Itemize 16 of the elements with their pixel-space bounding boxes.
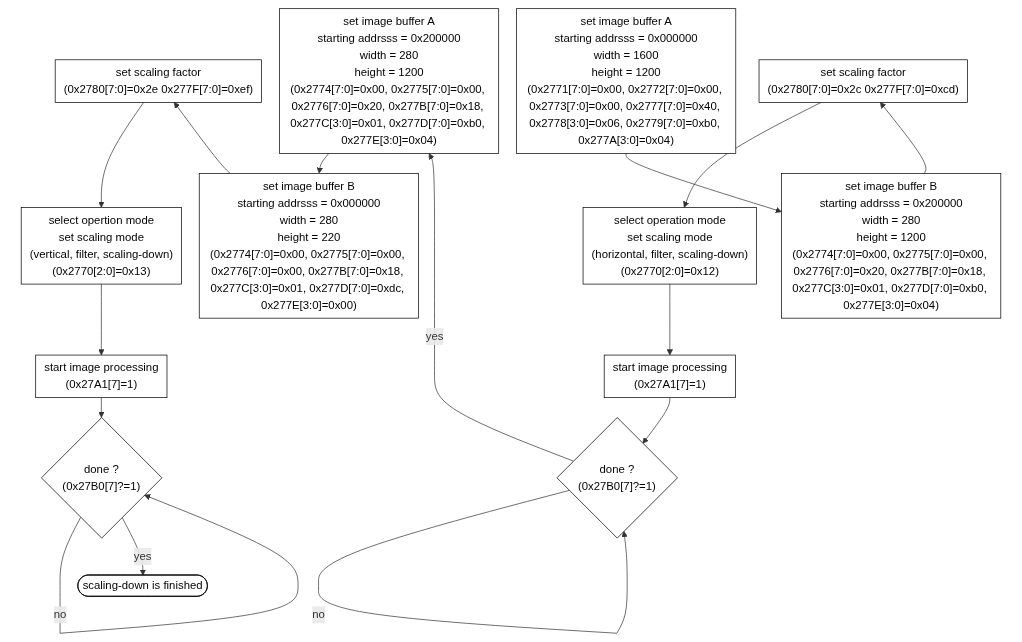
- node-box: set scaling factor (0x2780[7:0]=0x2c 0x277F[7:0]=0xcd): [758, 59, 968, 103]
- node-box: select opertion mode set scaling mode (vertical, filter, scaling-down) (0x2770[2:0]=0x13): [20, 207, 182, 285]
- edge-label: yes: [133, 550, 152, 563]
- node-box: start image processing (0x27A1[7]=1): [35, 354, 168, 398]
- node-box: select operation mode set scaling mode (horizontal, filter, scaling-down) (0x2770[2:0]=0x12): [582, 207, 757, 285]
- node-diamond: done ? (0x27B0[7]?=1): [41, 417, 163, 539]
- edge-label: no: [53, 608, 67, 621]
- node-box: set image buffer B starting addrsss = 0x200000 width = 280 height = 1200 (0x2774[7:0]=0x00, 0x2775[7:0]=0x00, 0x2776[7:0]=0x20, 0x277B[7:0]=0x18, 0x277C[3:0]=0x01, 0x277D[7:0]=0xb0, 0x277E[3:0]=0x04): [781, 173, 1002, 319]
- node-box: set image buffer A starting addrsss = 0x000000 width = 1600 height = 1200 (0x2771[7:0]=0x00, 0x2772[7:0]=0x00, 0x2773[7:0]=0x00, 0x2777[7:0]=0x40, 0x2778[3:0]=0x06, 0x2779[7:0]=0xb0, 0x277A[3:0]=0x04): [516, 8, 737, 154]
- node-diamond: done ? (0x27B0[7]?=1): [556, 417, 678, 539]
- node-box: set image buffer B starting addrsss = 0x000000 width = 280 height = 220 (0x2774[7:0]=0x00, 0x2775[7:0]=0x00, 0x2776[7:0]=0x00, 0x277B[7:0]=0x18, 0x277C[3:0]=0x01, 0x277D[7:0]=0xdc, 0x277E[3:0]=0x00): [198, 173, 419, 319]
- edge-label: yes: [425, 330, 444, 343]
- node-box: set scaling factor (0x2780[7:0]=0x2e 0x277F[7:0]=0xef): [54, 59, 262, 103]
- node-box: set image buffer A starting addrsss = 0x200000 width = 280 height = 1200 (0x2774[7:0]=0x00, 0x2775[7:0]=0x00, 0x2776[7:0]=0x20, 0x277B[7:0]=0x18, 0x277C[3:0]=0x01, 0x277D[7:0]=0xb0, 0x277E[3:0]=0x04): [279, 8, 500, 154]
- edge-label: no: [312, 608, 325, 621]
- node-box: start image processing (0x27A1[7]=1): [603, 354, 736, 398]
